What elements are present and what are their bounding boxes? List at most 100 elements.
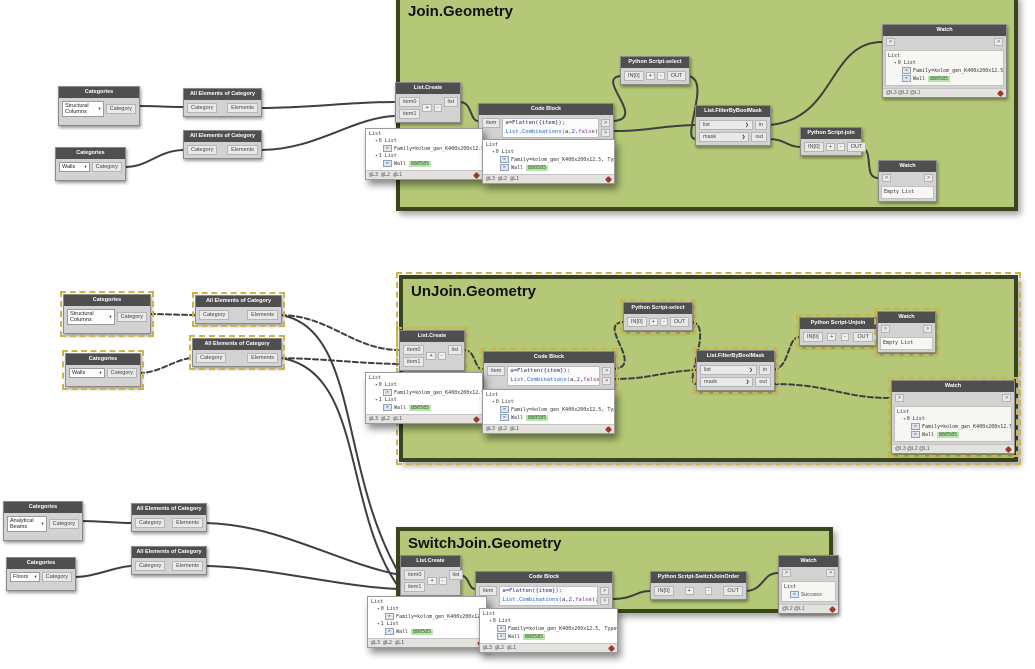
out-output-port[interactable]: OUT [723,586,743,596]
add-input-button[interactable]: + [825,143,835,151]
item0-input-port[interactable]: item0 [403,345,425,355]
code-output-port[interactable]: > [601,129,610,137]
category-input-port[interactable]: Category [196,353,227,363]
wire[interactable] [280,357,399,365]
remove-input-button[interactable]: - [437,352,446,360]
item1-input-port[interactable]: item1 [399,109,421,119]
all-elements-node[interactable]: All Elements of Category Category Elemen… [183,88,262,117]
wire[interactable] [260,115,395,151]
list-input-port[interactable]: list❯ [699,120,753,130]
wire[interactable] [612,321,626,370]
watch-input-port[interactable]: > [886,38,895,46]
wire[interactable] [772,383,891,399]
item1-input-port[interactable]: item1 [404,582,426,592]
python-script-join-node[interactable]: Python Script-join IN[0] + - OUT [800,127,867,156]
in-output-port[interactable]: in [758,365,771,375]
code-editor[interactable]: a=Flatten({item}); List.Combinations(a,2… [499,586,599,606]
pin-icon[interactable] [472,415,481,423]
watch-input-port[interactable]: > [881,325,890,333]
wire[interactable] [612,75,627,122]
wire[interactable] [149,313,196,316]
in-output-port[interactable]: in [754,120,767,130]
category-input-port[interactable]: Category [135,561,166,571]
pin-icon[interactable] [604,175,613,183]
list-input-port[interactable]: list❯ [700,365,757,375]
watch-output-port[interactable]: > [826,569,835,577]
watch-output-port[interactable]: > [924,174,933,182]
watch-input-port[interactable]: > [882,174,891,182]
item0-input-port[interactable]: item0 [399,97,421,107]
python-script-switchjoin-node[interactable]: Python Script-SwitchJoinOrder IN[0] + - … [650,571,747,600]
wire[interactable] [768,41,883,126]
categories-node-floors[interactable]: Categories Floors ▾ Category [6,557,76,591]
code-output-port[interactable]: > [602,377,611,385]
item-input-port[interactable]: item [482,118,501,128]
watch-node-empty[interactable]: Watch > > Empty List [878,160,937,202]
list-create-node[interactable]: List.Create item0 item1 + - list [400,555,464,596]
list-levels[interactable]: @L3 @L2 @L1 [486,176,520,182]
wire[interactable] [138,357,193,374]
mask-input-port[interactable]: mask❯ [700,377,754,387]
filter-by-bool-mask-node[interactable]: List.FilterByBoolMask list❯ in mask❯ out [695,105,771,146]
code-output-port[interactable]: > [602,367,611,375]
all-elements-node[interactable]: All Elements of Category Category Elemen… [183,130,262,159]
list-levels[interactable]: @L3 @L2 @L1 [369,416,403,422]
categories-node-analytical-beams[interactable]: Categories Analytical Beams ▾ Category [3,501,83,541]
out-output-port[interactable]: out [755,377,771,387]
elements-output-port[interactable]: Elements [172,518,203,528]
remove-input-button[interactable]: - [659,318,668,326]
category-dropdown[interactable]: Structural Columns ▾ [67,309,115,325]
add-input-button[interactable]: + [648,318,658,326]
elements-output-port[interactable]: Elements [227,145,258,155]
watch-output-port[interactable]: > [1002,394,1011,402]
category-input-port[interactable]: Category [135,518,166,528]
elements-output-port[interactable]: Elements [247,310,278,320]
remove-input-button[interactable]: - [840,333,849,341]
wire[interactable] [772,336,800,371]
python-script-select-node[interactable]: Python Script-select IN[0] + - OUT [620,299,696,334]
watch-output-port[interactable]: > [994,38,1003,46]
category-output-port[interactable]: Category [41,572,72,582]
remove-input-button[interactable]: - [836,143,845,151]
categories-node-walls[interactable]: Categories Walls ▾ Category [55,147,126,181]
in0-input-port[interactable]: IN[0] [627,317,647,327]
code-output-port[interactable]: > [601,119,610,127]
category-dropdown[interactable]: Analytical Beams ▾ [7,516,47,532]
out-output-port[interactable]: OUT [669,317,690,327]
code-output-port[interactable]: > [600,587,609,595]
wire[interactable] [205,565,401,590]
wire[interactable] [744,572,779,592]
out-output-port[interactable]: OUT [853,332,873,342]
list-create-node[interactable]: List.Create item0 item1 + - list [395,82,461,123]
category-dropdown[interactable]: Walls ▾ [59,162,90,172]
watch-output-port[interactable]: > [923,325,932,333]
list-levels[interactable]: @L3 @L2 @L1 [371,640,405,646]
wire[interactable] [138,105,184,108]
categories-node-structural-columns[interactable]: Categories Structural Columns ▾ Category [58,86,140,126]
category-output-port[interactable]: Category [91,162,122,172]
in0-input-port[interactable]: IN[0] [654,586,674,596]
item-input-port[interactable]: item [479,586,498,596]
remove-input-button[interactable]: - [438,577,447,585]
list-levels[interactable]: @L3 @L2 @L1 [895,446,930,452]
category-output-port[interactable]: Category [116,312,147,322]
watch-node[interactable]: Watch > > List ▾0 List ≡Family=kolom_gen… [882,24,1007,98]
pin-icon[interactable] [607,644,616,652]
add-input-button[interactable]: + [827,333,837,341]
list-levels[interactable]: @L3 @L2 @L1 [486,426,520,432]
in0-input-port[interactable]: IN[0] [803,332,823,342]
code-editor[interactable]: a=Flatten({item}); List.Combinations(a,2… [507,366,601,386]
wire[interactable] [612,369,697,380]
in0-input-port[interactable]: IN[0] [624,71,644,81]
wire[interactable] [80,520,132,524]
code-editor[interactable]: a=Flatten({item}); List.Combinations(a,2… [502,118,600,138]
wire[interactable] [611,590,651,600]
list-levels[interactable]: @L2 @L1 [782,606,805,612]
item0-input-port[interactable]: item0 [404,570,426,580]
wire[interactable] [73,565,132,578]
add-input-button[interactable]: + [422,104,432,112]
item1-input-port[interactable]: item1 [403,357,425,367]
list-levels[interactable]: @L3 @L2 @L1 [886,90,921,96]
elements-output-port[interactable]: Elements [172,561,203,571]
all-elements-node[interactable]: All Elements of Category Category Elemen… [131,546,207,575]
